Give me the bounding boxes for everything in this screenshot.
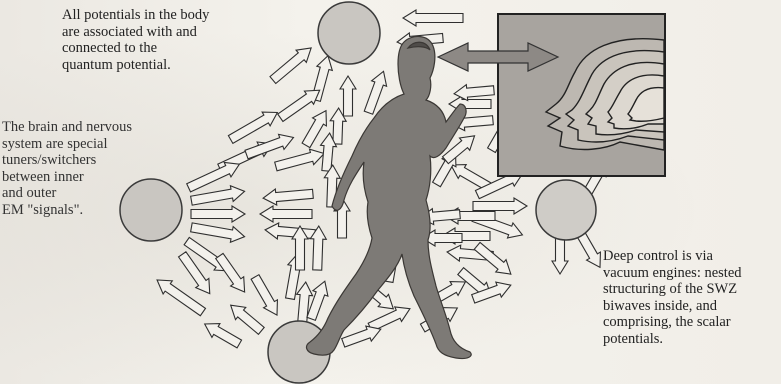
hollow-arrow-19 (190, 219, 246, 244)
caption-potentials: All potentials in the body are associate… (62, 7, 312, 73)
node-right (536, 180, 596, 240)
hollow-arrow-11 (244, 130, 296, 162)
head-contour-inset (498, 14, 665, 176)
hollow-arrow-12 (274, 146, 326, 174)
hollow-arrow-29 (248, 273, 284, 319)
hollow-arrow-22 (262, 186, 313, 206)
hollow-arrow-68 (552, 238, 568, 274)
hollow-arrow-4 (340, 76, 356, 116)
hollow-arrow-18 (191, 206, 245, 222)
caption-deep-control: Deep control is via vacuum engines: nest… (603, 248, 778, 347)
hollow-arrow-0 (403, 10, 463, 26)
hollow-arrow-23 (260, 206, 312, 222)
node-top (318, 2, 380, 64)
hollow-arrow-26 (213, 251, 251, 296)
caption-brain-nervous-system: The brain and nervous system are special… (2, 119, 172, 218)
hollow-arrow-28 (201, 317, 244, 351)
hollow-arrow-49 (472, 240, 516, 281)
hollow-arrow-27 (226, 299, 267, 337)
